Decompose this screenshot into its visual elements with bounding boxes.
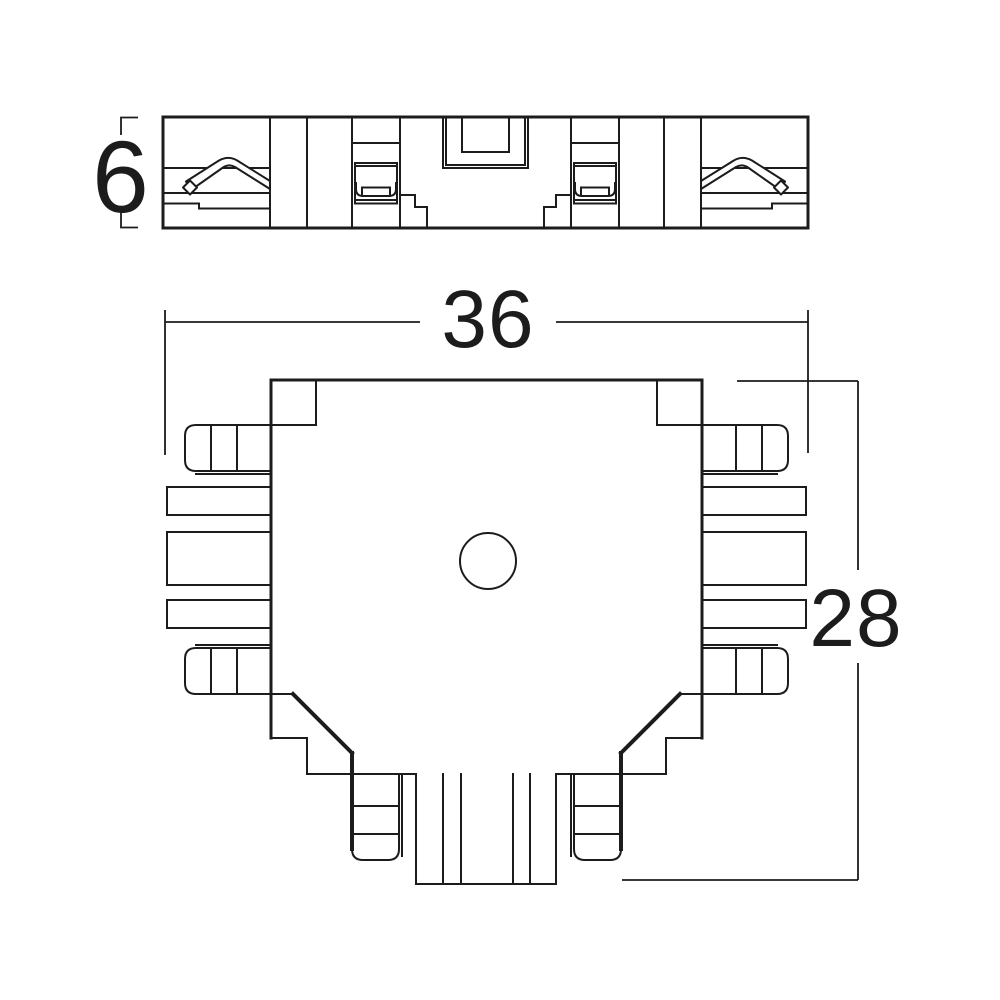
side-view (161, 115, 810, 230)
side-clip-top-left (184, 424, 272, 475)
clip-body (184, 647, 272, 695)
dimension-width: 36 (164, 274, 809, 455)
hanging-clip-left (351, 773, 403, 861)
clip-body (184, 424, 272, 472)
dimension-height: 28 (622, 380, 902, 881)
side-view-outline (161, 115, 810, 230)
hanging-clip-right (570, 773, 622, 861)
side-clip-top-right (701, 424, 789, 475)
plan-view (166, 378, 807, 885)
spring-pad-left (182, 179, 198, 196)
dim-thickness-label: 6 (92, 120, 150, 234)
fins-left (166, 486, 272, 629)
socket-u-right (574, 182, 616, 197)
dim-width-lines (164, 310, 809, 455)
dim-thickness-brackets (120, 116, 138, 229)
side-clip-bottom-left (184, 644, 294, 695)
dim-width-label: 36 (441, 274, 534, 365)
bottom-staircase (270, 737, 703, 775)
clip-body (701, 424, 789, 472)
spring-pad-right (773, 179, 789, 196)
clip-body (701, 647, 789, 695)
clip-body (573, 773, 622, 861)
dim-height-lines (622, 380, 859, 881)
plan-body-outline (269, 378, 704, 740)
socket-u-left (355, 182, 397, 197)
clip-dividers (735, 647, 763, 695)
clip-double-line (195, 644, 294, 695)
side-view-dividers (269, 116, 702, 229)
clip-dividers (210, 424, 238, 472)
dimensions: 36 28 6 (92, 116, 902, 881)
dim-height-label: 28 (809, 573, 902, 664)
clip-dividers (351, 805, 400, 835)
clip-dividers (210, 647, 238, 695)
clip-double-line (679, 644, 778, 695)
mounting-hole (459, 532, 517, 590)
spring-contact-left (182, 156, 271, 196)
clip-dividers (573, 805, 622, 835)
clip-dividers (735, 424, 763, 472)
spring-contact-right (700, 156, 789, 196)
socket-contact-right (573, 162, 617, 205)
dimension-thickness: 6 (92, 116, 150, 234)
top-corner-steps (270, 379, 703, 426)
side-clip-bottom-right (679, 644, 789, 695)
center-recess (442, 116, 529, 169)
fins-right (701, 486, 807, 629)
bottom-plug (415, 773, 557, 885)
clip-body (351, 773, 400, 861)
socket-contact-left (354, 162, 398, 205)
